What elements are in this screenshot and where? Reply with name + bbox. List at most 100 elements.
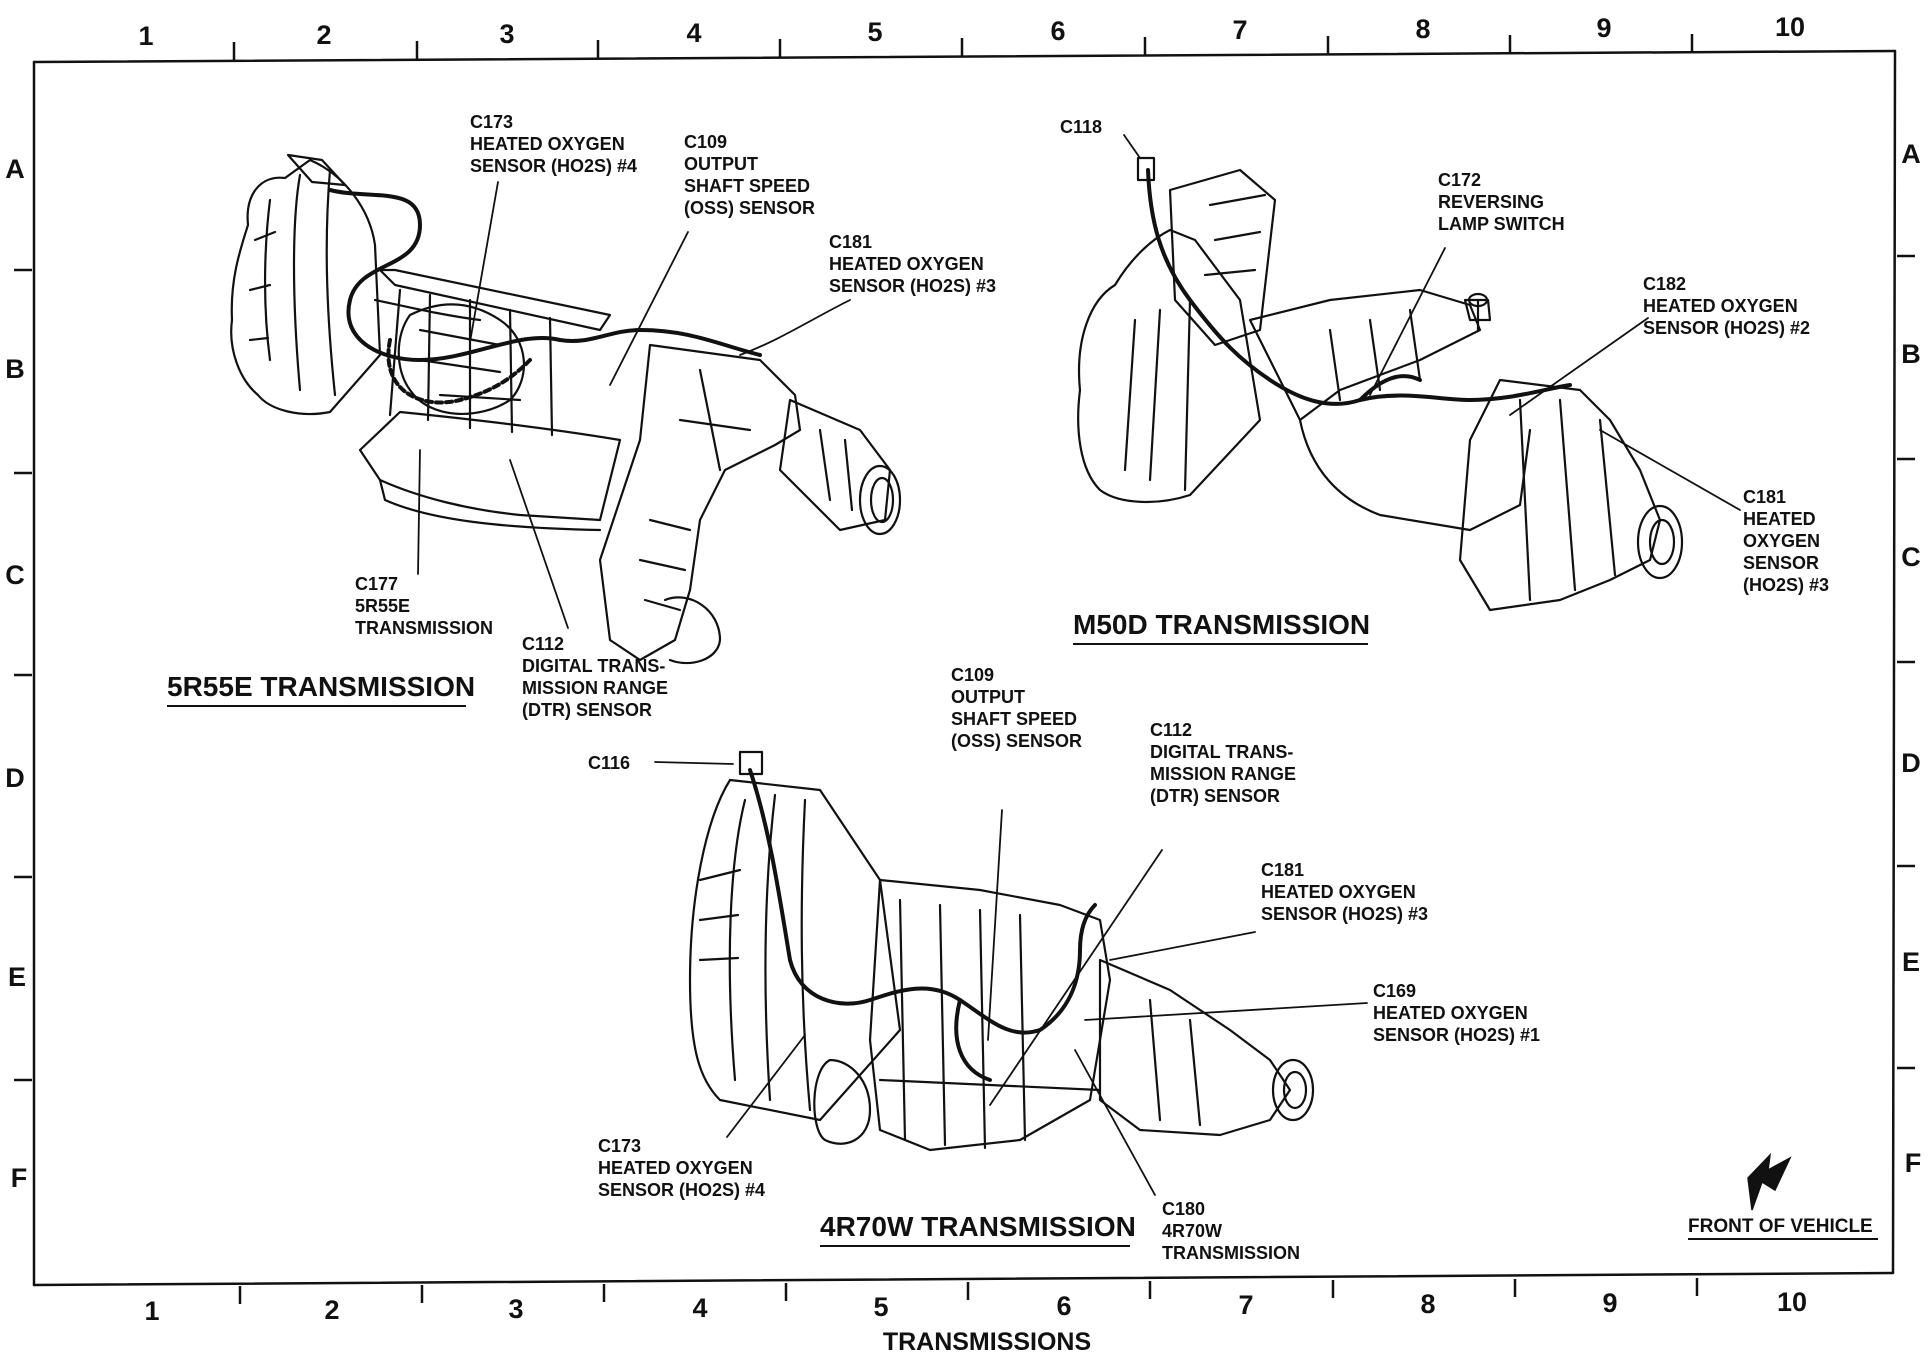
callout-line: C173 [598, 1136, 641, 1156]
callout-line: TRANSMISSION [1162, 1243, 1300, 1263]
row-label-right: F [1905, 1148, 1922, 1178]
callout-line: HEATED OXYGEN [470, 134, 625, 154]
callout-c181-5r55e: C181 HEATED OXYGEN SENSOR (HO2S) #3 [829, 232, 996, 296]
page-title: TRANSMISSIONS [883, 1328, 1091, 1356]
callout-c172-m50d: C172 REVERSING LAMP SWITCH [1438, 170, 1565, 234]
callout-line: MISSION RANGE [522, 678, 668, 698]
callout-line: C112 [522, 634, 564, 654]
row-label-right: A [1901, 139, 1921, 169]
callout-c112-4r70w: C112 DIGITAL TRANS- MISSION RANGE (DTR) … [1150, 720, 1296, 806]
transmission-m50d-drawing [1077, 156, 1684, 612]
front-of-vehicle: FRONT OF VEHICLE [1688, 1152, 1878, 1240]
callout-line: SENSOR [1743, 553, 1819, 573]
col-label-bottom: 7 [1238, 1290, 1253, 1320]
transmission-4r70w-drawing [688, 750, 1315, 1152]
col-label-bottom: 10 [1777, 1287, 1807, 1317]
callout-line: DIGITAL TRANS- [1150, 742, 1293, 762]
row-label-left: E [8, 962, 26, 992]
callout-line: C116 [588, 753, 630, 773]
callout-line: HEATED OXYGEN [598, 1158, 753, 1178]
title-4r70w-text: 4R70W TRANSMISSION [820, 1211, 1136, 1242]
callout-line: SENSOR (HO2S) #4 [598, 1180, 765, 1200]
callout-line: C180 [1162, 1199, 1205, 1219]
col-label-top: 3 [499, 19, 514, 49]
col-label-top: 10 [1775, 12, 1805, 42]
callout-line: SENSOR (HO2S) #1 [1373, 1025, 1540, 1045]
col-label-bottom: 9 [1602, 1288, 1617, 1318]
col-label-bottom: 3 [508, 1294, 523, 1324]
title-m50d-text: M50D TRANSMISSION [1073, 609, 1370, 640]
callout-line: SHAFT SPEED [684, 176, 810, 196]
callout-line: SENSOR (HO2S) #2 [1643, 318, 1810, 338]
callout-c118-m50d: C118 [1060, 117, 1102, 137]
col-label-bottom: 1 [144, 1296, 159, 1326]
callout-line: (DTR) SENSOR [522, 700, 652, 720]
callout-line: SENSOR (HO2S) #3 [1261, 904, 1428, 924]
leader-lines [417, 134, 1741, 1196]
callout-c109-4r70w: C109 OUTPUT SHAFT SPEED (OSS) SENSOR [951, 665, 1082, 751]
col-label-top: 4 [686, 18, 701, 48]
grid-ticks [14, 34, 1915, 1304]
callout-line: C181 [829, 232, 872, 252]
callout-line: C181 [1261, 860, 1304, 880]
callout-line: C177 [355, 574, 398, 594]
callout-c116-4r70w: C116 [588, 753, 630, 773]
callout-line: C169 [1373, 981, 1416, 1001]
callout-line: OXYGEN [1743, 531, 1820, 551]
front-of-vehicle-arrow-icon [1747, 1152, 1792, 1211]
callout-line: (OSS) SENSOR [951, 731, 1082, 751]
callout-line: SENSOR (HO2S) #3 [829, 276, 996, 296]
callout-line: 5R55E [355, 596, 410, 616]
row-label-right: D [1901, 748, 1921, 778]
callout-c177-5r55e: C177 5R55E TRANSMISSION [355, 574, 493, 638]
row-label-right: C [1901, 542, 1921, 572]
callout-line: (DTR) SENSOR [1150, 786, 1280, 806]
callout-c181-m50d: C181 HEATED OXYGEN SENSOR (HO2S) #3 [1743, 487, 1829, 595]
callout-line: MISSION RANGE [1150, 764, 1296, 784]
callout-c173-4r70w: C173 HEATED OXYGEN SENSOR (HO2S) #4 [598, 1136, 765, 1200]
callout-line: C172 [1438, 170, 1481, 190]
callout-c109-5r55e: C109 OUTPUT SHAFT SPEED (OSS) SENSOR [684, 132, 815, 218]
title-4r70w: 4R70W TRANSMISSION [820, 1211, 1136, 1247]
callout-line: HEATED OXYGEN [1373, 1003, 1528, 1023]
col-label-top: 6 [1050, 16, 1065, 46]
col-label-top: 7 [1232, 15, 1247, 45]
col-label-bottom: 6 [1056, 1291, 1071, 1321]
transmission-5r55e-drawing [230, 153, 902, 665]
callout-line: DIGITAL TRANS- [522, 656, 665, 676]
row-label-left: A [5, 154, 25, 184]
row-label-left: C [5, 560, 25, 590]
callout-c112-5r55e: C112 DIGITAL TRANS- MISSION RANGE (DTR) … [522, 634, 668, 720]
callout-line: HEATED OXYGEN [1643, 296, 1798, 316]
callout-line: C173 [470, 112, 513, 132]
callout-line: (OSS) SENSOR [684, 198, 815, 218]
callout-line: C118 [1060, 117, 1102, 137]
col-label-top: 9 [1596, 13, 1611, 43]
callout-line: C182 [1643, 274, 1686, 294]
callout-line: TRANSMISSION [355, 618, 493, 638]
callout-c173-5r55e: C173 HEATED OXYGEN SENSOR (HO2S) #4 [470, 112, 637, 176]
front-of-vehicle-label: FRONT OF VEHICLE [1688, 1216, 1873, 1237]
callout-line: OUTPUT [684, 154, 758, 174]
callout-c180-4r70w: C180 4R70W TRANSMISSION [1162, 1199, 1300, 1263]
callout-line: HEATED OXYGEN [1261, 882, 1416, 902]
row-label-left: B [5, 354, 25, 384]
col-label-bottom: 2 [324, 1295, 339, 1325]
callout-line: C109 [951, 665, 994, 685]
col-label-top: 1 [138, 21, 153, 51]
callout-line: C109 [684, 132, 727, 152]
row-label-right: E [1902, 947, 1920, 977]
callout-line: LAMP SWITCH [1438, 214, 1565, 234]
col-label-top: 8 [1415, 14, 1430, 44]
callout-line: (HO2S) #3 [1743, 575, 1829, 595]
row-label-left: F [11, 1163, 28, 1193]
grid-labels: 1 2 3 4 5 6 7 8 9 10 1 2 3 4 5 6 7 8 9 1… [5, 12, 1921, 1326]
col-label-top: 2 [316, 20, 331, 50]
callout-c181-4r70w: C181 HEATED OXYGEN SENSOR (HO2S) #3 [1261, 860, 1428, 924]
row-label-right: B [1901, 339, 1921, 369]
callout-line: SHAFT SPEED [951, 709, 1077, 729]
callout-line: SENSOR (HO2S) #4 [470, 156, 637, 176]
callout-c182-m50d: C182 HEATED OXYGEN SENSOR (HO2S) #2 [1643, 274, 1810, 338]
